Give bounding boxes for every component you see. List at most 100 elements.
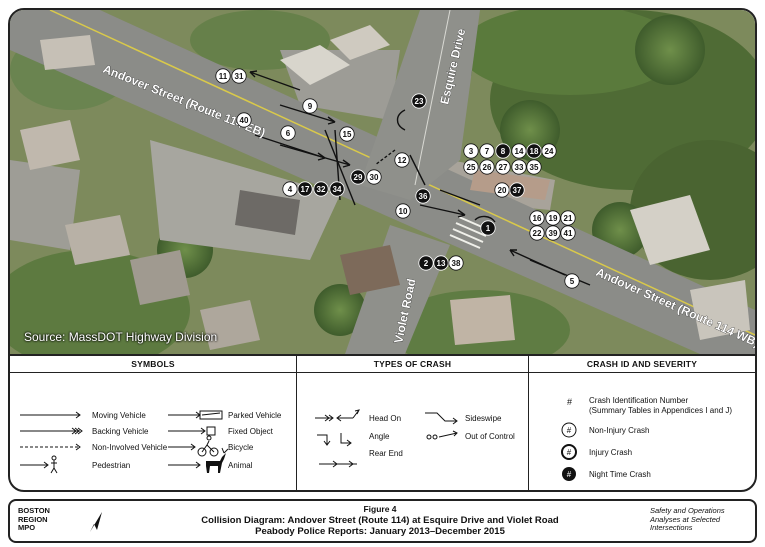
out-of-control-icon — [426, 430, 458, 440]
legend-sideswipe: Sideswipe — [465, 414, 502, 423]
crash-circle — [280, 125, 296, 141]
symbols-header: SYMBOLS — [10, 356, 296, 373]
crash-id-label: 33 — [515, 163, 524, 172]
crash-marker-39: 39 — [545, 225, 561, 241]
crash-circle — [411, 93, 427, 109]
crash-id-label: 22 — [533, 229, 542, 238]
svg-text:#: # — [567, 470, 572, 479]
crash-circle — [433, 255, 449, 271]
crash-marker-9: 9 — [302, 98, 318, 114]
svg-text:#: # — [567, 448, 572, 457]
non-involved-vehicle-icon — [20, 443, 81, 451]
crash-id-label: 7 — [485, 147, 490, 156]
deer-icon — [206, 447, 229, 473]
crash-circle — [564, 273, 580, 289]
legend-fixed-object: Fixed Object — [228, 427, 273, 436]
crash-circle — [282, 181, 298, 197]
crash-marker-29: 29 — [350, 169, 366, 185]
crash-marker-12: 12 — [394, 152, 410, 168]
crash-id-label: 13 — [437, 259, 446, 268]
crash-id-label: 10 — [399, 207, 408, 216]
crash-id-label: 39 — [549, 229, 558, 238]
crash-id-label: 17 — [301, 185, 310, 194]
figure-number: Figure 4 — [363, 504, 397, 514]
rear-end-icon — [319, 460, 357, 468]
crash-id-label: 20 — [498, 186, 507, 195]
crash-circle — [526, 159, 542, 175]
crash-id-label: 3 — [469, 147, 474, 156]
crash-circle — [494, 182, 510, 198]
crash-marker-26: 26 — [479, 159, 495, 175]
crash-marker-24: 24 — [541, 143, 557, 159]
moving-vehicle-arrow — [324, 129, 356, 206]
crash-marker-7: 7 — [479, 143, 495, 159]
collision-diagram-frame: Andover Street (Route 114 EB) Andover St… — [8, 8, 757, 492]
symbols-icons — [20, 410, 229, 474]
legend-night: Night Time Crash — [589, 470, 651, 479]
crash-circle — [329, 181, 345, 197]
crash-circle — [560, 225, 576, 241]
crash-circle — [366, 169, 382, 185]
map-source: Source: MassDOT Highway Division — [24, 330, 218, 344]
crash-id-label: 23 — [415, 97, 424, 106]
figure-titlebar: BOSTON REGION MPO Figure 4 Collision Dia… — [8, 499, 757, 543]
crash-circle — [495, 143, 511, 159]
svg-text:#: # — [567, 426, 572, 435]
crash-id-label: 35 — [530, 163, 539, 172]
crash-circle — [313, 181, 329, 197]
crash-id-hash: # — [567, 397, 573, 407]
crash-circle — [479, 143, 495, 159]
crash-marker-3: 3 — [463, 143, 479, 159]
crash-type-icons — [315, 409, 458, 468]
crash-marker-33: 33 — [511, 159, 527, 175]
legend-out-of-control: Out of Control — [465, 432, 515, 441]
pedestrian-icon — [20, 455, 58, 474]
crash-id-label: 25 — [467, 163, 476, 172]
crash-marker-14: 14 — [511, 143, 527, 159]
moving-vehicle-arrow — [279, 104, 336, 123]
crash-marker-34: 34 — [329, 181, 345, 197]
crash-id-label: 31 — [235, 72, 244, 81]
crash-circle — [231, 68, 247, 84]
crash-marker-18: 18 — [526, 143, 542, 159]
crash-marker-8: 8 — [495, 143, 511, 159]
crash-id-label: 4 — [288, 185, 293, 194]
crash-id-label: 16 — [533, 214, 542, 223]
backing-vehicle-icon — [20, 427, 83, 435]
crash-id-label: 24 — [545, 147, 554, 156]
crash-id-label: 26 — [483, 163, 492, 172]
night-icon — [562, 467, 576, 481]
moving-vehicle-arrow — [419, 204, 466, 216]
legend-parked-vehicle: Parked Vehicle — [228, 411, 282, 420]
crash-id-label: 1 — [486, 224, 491, 233]
crash-id-label: 12 — [398, 156, 407, 165]
crash-marker-4: 4 — [282, 181, 298, 197]
crash-id-label: 41 — [564, 229, 573, 238]
crash-id-label: 18 — [530, 147, 539, 156]
crash-id-label: 34 — [333, 185, 342, 194]
crash-circle — [448, 255, 464, 271]
legend-animal: Animal — [228, 461, 253, 470]
crash-circle — [479, 159, 495, 175]
legend-crash-id-line1: Crash Identification Number — [589, 396, 689, 405]
figure-caption: Figure 4 Collision Diagram: Andover Stre… — [160, 504, 600, 537]
crash-id-label: 2 — [424, 259, 429, 268]
legend: SYMBOLS — [10, 354, 755, 490]
report-series: Safety and Operations Analyses at Select… — [650, 506, 725, 532]
legend-pedestrian: Pedestrian — [92, 461, 131, 470]
crash-circle — [418, 255, 434, 271]
legend-angle: Angle — [369, 432, 390, 441]
crash-circle — [215, 68, 231, 84]
crash-circle — [395, 203, 411, 219]
crash-marker-10: 10 — [395, 203, 411, 219]
crash-circle — [529, 210, 545, 226]
crash-id-label: 6 — [286, 129, 291, 138]
crash-marker-31: 31 — [231, 68, 247, 84]
crash-circle — [529, 225, 545, 241]
legend-severity: CRASH ID AND SEVERITY # Crash Identifica… — [529, 356, 755, 490]
crash-marker-22: 22 — [529, 225, 545, 241]
crash-circle — [545, 225, 561, 241]
crash-marker-1: 1 — [480, 220, 496, 236]
crash-circle — [463, 159, 479, 175]
